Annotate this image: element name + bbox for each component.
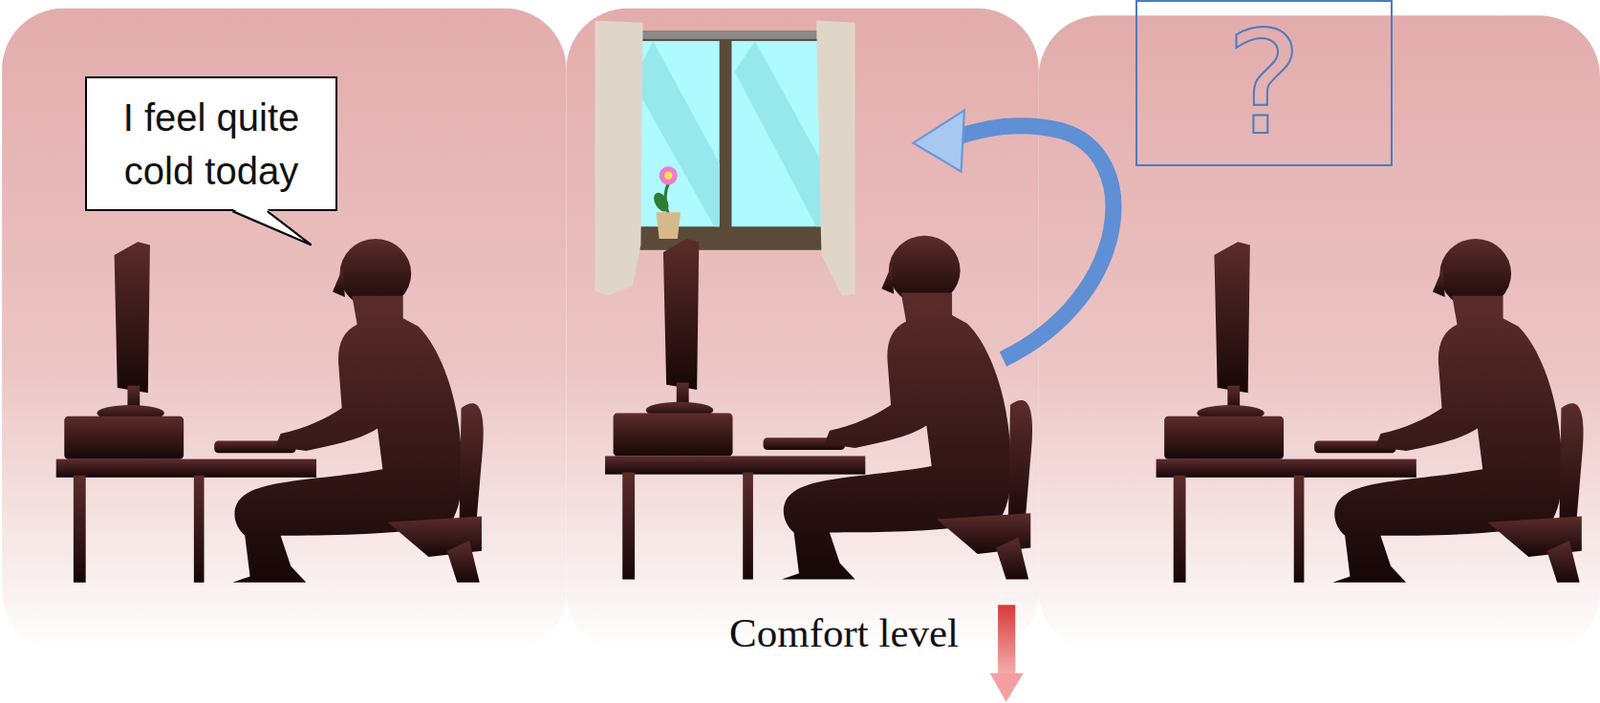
- node-text: I feel quite cold today: [96, 90, 326, 198]
- red-arrow-head: [990, 673, 1024, 703]
- node-text: ?: [1226, 11, 1303, 155]
- window: [594, 21, 855, 297]
- curved-arrow: [913, 110, 1114, 360]
- axis-label: Comfort level: [729, 609, 959, 657]
- person-at-desk: [56, 238, 484, 584]
- panel: [566, 8, 1039, 654]
- question-box: ?: [1135, 0, 1393, 167]
- person-at-desk: [1156, 238, 1584, 584]
- person-at-desk: [605, 236, 1033, 581]
- speech-bubble: I feel quite cold today: [85, 76, 338, 212]
- panel: [1038, 15, 1600, 653]
- red-arrow: [997, 605, 1016, 677]
- panel: [1, 8, 566, 654]
